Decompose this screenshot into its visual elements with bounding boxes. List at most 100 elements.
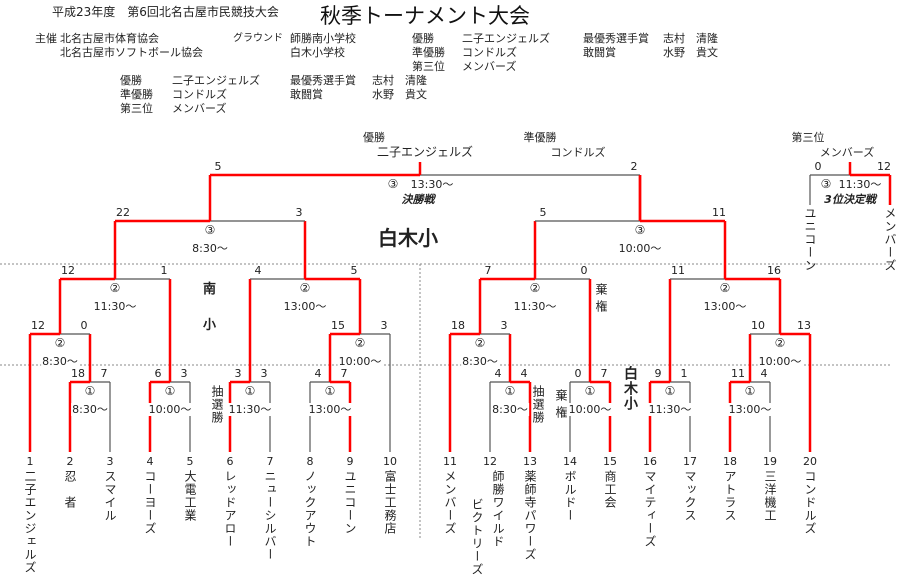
team-number: 11	[443, 455, 457, 468]
team-name: スマイル	[103, 470, 117, 522]
runner-up-label: 準優勝	[523, 131, 557, 144]
result-team: メンバーズ	[462, 60, 517, 73]
match-time: 10:00〜	[567, 403, 613, 416]
result-label: 優勝	[412, 32, 434, 45]
result-label: 第三位	[412, 60, 445, 73]
team-name: コンドルズ	[803, 470, 817, 535]
team-number: 8	[306, 455, 314, 468]
match-time: 11:30〜	[512, 300, 558, 313]
score-right: 5	[350, 264, 358, 277]
result-label: 準優勝	[120, 88, 153, 101]
team-name: 商工会	[603, 470, 617, 509]
score-right: 16	[767, 264, 781, 277]
match-time: 10:00〜	[337, 355, 383, 368]
score-left: 11	[671, 264, 685, 277]
match-time: 13:00〜	[727, 403, 773, 416]
round-badge: ②	[53, 336, 67, 350]
team-name: マックス	[683, 470, 697, 522]
round-badge: ①	[743, 384, 757, 398]
award-name: 志村 清隆	[663, 32, 718, 45]
result-team: 二子エンジェルズ	[172, 74, 260, 87]
award-label: 敢闘賞	[583, 46, 616, 59]
runner-up-team: コンドルズ	[550, 146, 606, 159]
team-name: 富士工務店	[383, 470, 397, 535]
score-left: 6	[154, 367, 162, 380]
venue-shiraki-vertical: 白木小	[622, 366, 638, 411]
result-team: コンドルズ	[462, 46, 517, 59]
match-time: 10:00〜	[757, 355, 803, 368]
venue-minami: 南	[203, 282, 217, 297]
score-right: 3	[380, 319, 388, 332]
third-place-caption: 3位決定戦	[824, 193, 876, 206]
team-number: 20	[803, 455, 817, 468]
score-left: 11	[731, 367, 745, 380]
champion-team: 二子エンジェルズ	[376, 145, 474, 159]
team-number: 15	[603, 455, 617, 468]
team-number: 10	[383, 455, 397, 468]
lottery-note: 抽選勝	[210, 385, 224, 424]
team-number: 14	[563, 455, 577, 468]
result-label: 優勝	[120, 74, 142, 87]
match-time: 11:30〜	[227, 403, 273, 416]
award-label: 最優秀選手賞	[290, 74, 356, 87]
match-time: 8:30〜	[71, 403, 109, 416]
match-time: 10:00〜	[147, 403, 193, 416]
team-name: 二子エンジェルズ	[23, 470, 37, 574]
round-badge: ②	[298, 281, 312, 295]
award-label: 敢闘賞	[290, 88, 323, 101]
round-badge: ①	[503, 384, 517, 398]
match-time: 13:00〜	[282, 300, 328, 313]
award-label: 最優秀選手賞	[583, 32, 649, 45]
score-right: 7	[100, 367, 108, 380]
match-time: 13:00〜	[702, 300, 748, 313]
score-right: 13	[797, 319, 811, 332]
round-badge: ②	[718, 281, 732, 295]
team-number: 6	[226, 455, 234, 468]
score-right: 7	[340, 367, 348, 380]
score-left: 9	[654, 367, 662, 380]
organizer-2: 北名古屋市ソフトボール協会	[60, 46, 203, 59]
ground-1: 師勝南小学校	[290, 32, 356, 45]
round-badge: ①	[583, 384, 597, 398]
team-number: 1	[26, 455, 34, 468]
round-badge: ③	[820, 177, 832, 191]
result-team: コンドルズ	[172, 88, 227, 101]
score-left: 4	[494, 367, 502, 380]
team-number: 13	[523, 455, 537, 468]
score-right: 4	[520, 367, 528, 380]
forfeit-note: 棄権	[554, 389, 568, 423]
score-left: 0	[574, 367, 582, 380]
match-time: 8:30〜	[461, 355, 499, 368]
team-name: マイティーズ	[643, 470, 657, 548]
score-left: 5	[214, 160, 222, 173]
team-name: アトラス	[723, 470, 737, 522]
venue-minami: 小	[203, 318, 217, 333]
result-team: 二子エンジェルズ	[462, 32, 550, 45]
match-time: 11:30〜	[838, 178, 882, 191]
team-name: 師勝ワイルド	[491, 470, 505, 548]
score-left: 18	[71, 367, 85, 380]
score-left: 12	[61, 264, 75, 277]
organizer-1: 北名古屋市体育協会	[60, 32, 159, 45]
award-name: 志村 清隆	[372, 74, 427, 87]
third-place-team-right: メンバーズ	[883, 207, 897, 272]
round-badge: ③	[633, 223, 647, 237]
team-name: コーヨーズ	[143, 470, 157, 535]
round-badge: ①	[243, 384, 257, 398]
team-number: 19	[763, 455, 777, 468]
champion-label: 優勝	[363, 131, 385, 144]
team-number: 4	[146, 455, 154, 468]
team-name: ニューシルバー	[263, 470, 277, 561]
score-right: 3	[500, 319, 508, 332]
round-badge: ①	[663, 384, 677, 398]
venue-shiraki: 白木小	[378, 226, 438, 250]
forfeit-note: 棄権	[594, 283, 608, 317]
score-right: 11	[712, 206, 726, 219]
final-caption: 決勝戦	[401, 193, 435, 206]
round-badge: ①	[83, 384, 97, 398]
team-name: レッドアロー	[223, 470, 237, 548]
team-number: 3	[106, 455, 114, 468]
match-time: 11:30〜	[647, 403, 693, 416]
ground-label: グラウンド	[233, 33, 283, 44]
score-right: 4	[760, 367, 768, 380]
